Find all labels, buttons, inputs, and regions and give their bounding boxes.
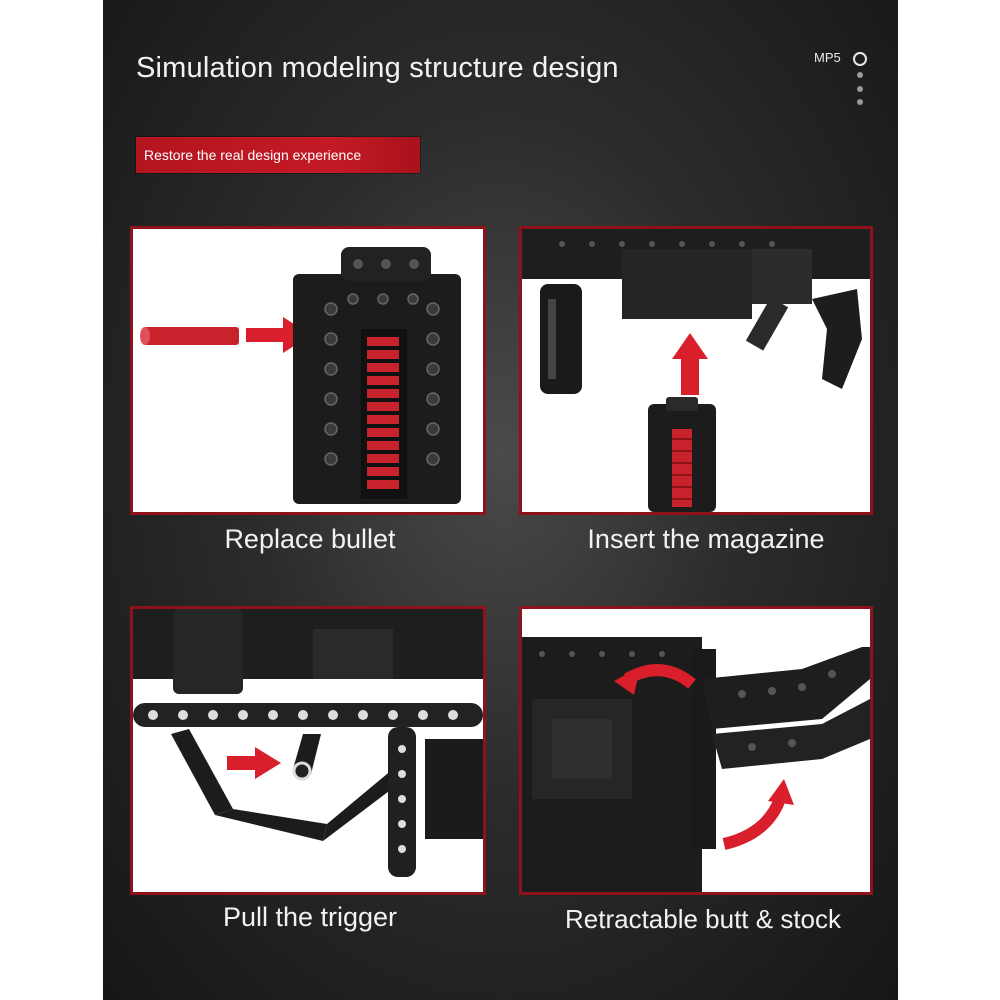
feature-banner: Restore the real design experience [136,137,420,173]
banner-text: Restore the real design experience [144,147,362,163]
model-label: MP5 [814,50,841,65]
caption-retractable-stock: Retractable butt & stock [564,904,842,934]
page-indicator-active[interactable] [853,52,867,66]
image-retractable-stock [519,606,873,895]
image-replace-bullet [130,226,486,515]
caption-replace-bullet: Replace bullet [224,524,396,554]
trigger-illustration [133,609,483,877]
gun-body-illustration [522,229,870,512]
page-indicator-dot[interactable] [857,99,863,105]
caption-pull-trigger: Pull the trigger [222,902,398,932]
page-indicator-dot[interactable] [857,72,863,78]
page-title: Simulation modeling structure design [136,52,619,84]
image-pull-trigger [130,606,486,895]
page-indicator-dot[interactable] [857,86,863,92]
caption-insert-magazine: Insert the magazine [587,524,825,554]
image-insert-magazine [519,226,873,515]
magazine-illustration [140,247,461,504]
stock-illustration [522,637,870,892]
product-page: Simulation modeling structure design MP5… [103,0,898,1000]
